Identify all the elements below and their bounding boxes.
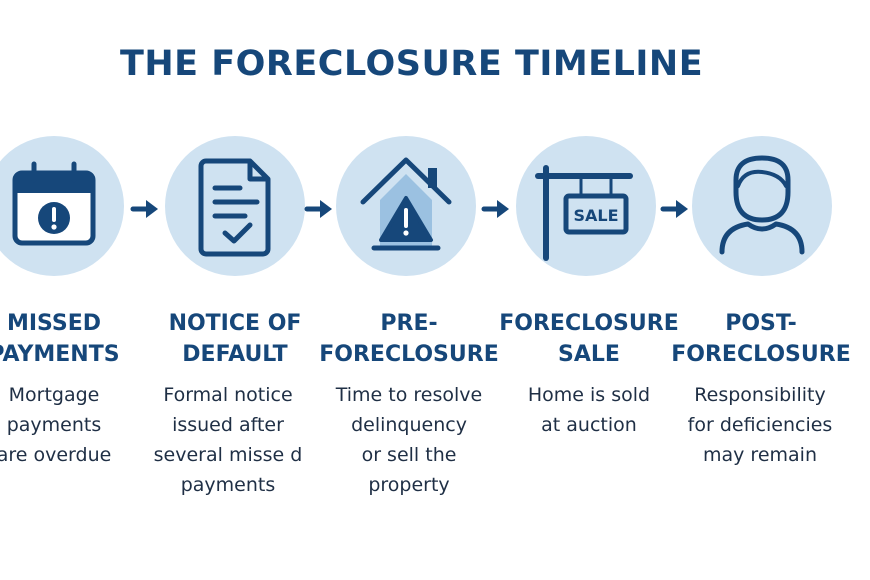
step-title-missed-payments: MISSED PAYMENTS: [0, 311, 120, 367]
person-icon: [719, 155, 805, 255]
document-check-icon: [198, 158, 271, 257]
step-foreclosure-sale-circle: SALE: [516, 136, 656, 276]
calendar-alert-icon: [12, 161, 96, 246]
sale-sign-icon: SALE: [535, 165, 633, 261]
step-description-pre-foreclosure: Time to resolve delinquency or sell the …: [335, 384, 483, 496]
step-notice-of-default-circle: [165, 136, 305, 276]
step-missed-payments-circle: [0, 136, 124, 276]
step-post-foreclosure-circle: [692, 136, 832, 276]
step-title-notice-of-default: NOTICE OF DEFAULT: [168, 311, 302, 367]
arrow-right-icon: [130, 200, 158, 218]
arrow-right-icon: [304, 200, 332, 218]
arrow-right-icon: [481, 200, 509, 218]
page-title: THE FORECLOSURE TIMELINE: [120, 44, 704, 84]
step-title-pre-foreclosure: PRE- FORECLOSURE: [319, 311, 499, 367]
step-description-post-foreclosure: Responsibility for deficiencies may rema…: [687, 384, 833, 466]
step-title-post-foreclosure: POST- FORECLOSURE: [671, 311, 851, 367]
step-description-missed-payments: Mortgage payments are overdue: [0, 384, 112, 466]
step-pre-foreclosure-circle: [336, 136, 476, 276]
sale-sign-label: SALE: [573, 206, 618, 225]
step-description-notice-of-default: Formal notice issued after several misse…: [153, 384, 303, 496]
step-title-foreclosure-sale: FORECLOSURE SALE: [499, 311, 679, 367]
arrow-right-icon: [660, 200, 688, 218]
step-description-foreclosure-sale: Home is sold at auction: [527, 384, 651, 436]
house-warning-icon: [360, 157, 452, 251]
